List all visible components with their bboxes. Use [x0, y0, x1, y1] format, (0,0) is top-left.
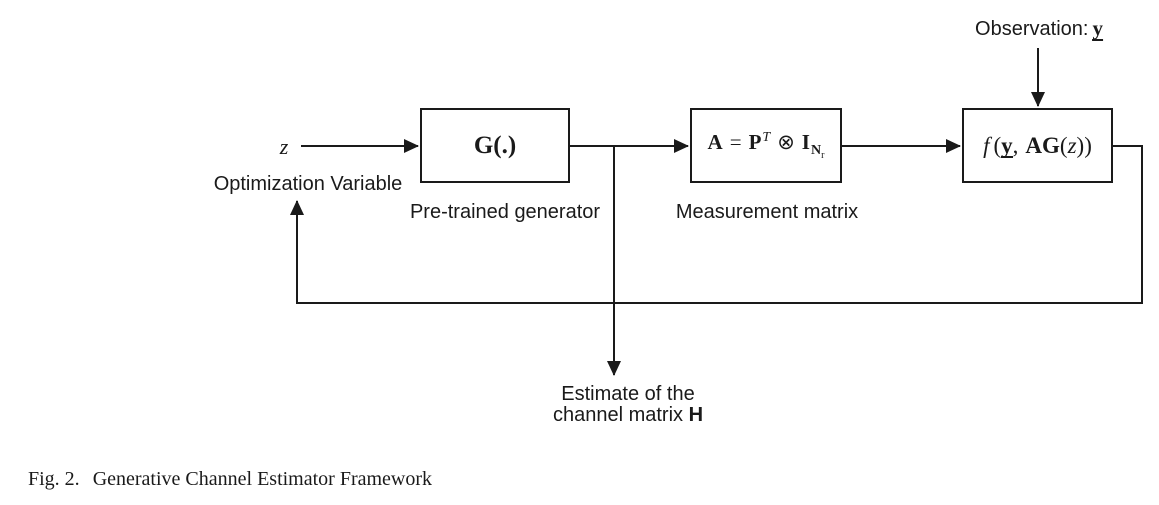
- subscript-r: r: [821, 150, 825, 161]
- estimate-line1: Estimate of the: [561, 383, 695, 405]
- equals-sign: =: [729, 130, 742, 154]
- figure-caption: Fig. 2. Generative Channel Estimator Fram…: [28, 468, 432, 491]
- z-argument-symbol: z: [1067, 132, 1077, 158]
- loss-function-symbol: f: [983, 132, 990, 158]
- observation-label: Observation:y: [975, 18, 1103, 41]
- observation-vector-symbol: y: [1001, 132, 1013, 159]
- input-variable-label: Optimization Variable: [213, 173, 403, 195]
- input-variable-symbol: z: [279, 134, 289, 159]
- open-paren-inner: (: [1059, 132, 1068, 158]
- loss-formula: f(y,AG(z)): [983, 133, 1092, 159]
- measurement-box: A=PT ⊗INr: [690, 108, 842, 183]
- ag-product-symbol: AG: [1025, 132, 1060, 158]
- loss-box: f(y,AG(z)): [962, 108, 1113, 183]
- close-parens: )): [1076, 132, 1092, 158]
- matrix-a-symbol: A: [707, 130, 723, 154]
- observation-prefix: Observation:: [975, 18, 1089, 40]
- open-paren: (: [993, 132, 1002, 158]
- kronecker-product-symbol: ⊗: [777, 130, 795, 154]
- estimate-line2-text: channel matrix: [552, 404, 684, 426]
- estimate-label: Estimate of the channel matrix H: [553, 384, 703, 426]
- measurement-caption: Measurement matrix: [675, 201, 859, 223]
- feedback-loop-arrow: [290, 145, 1143, 304]
- generator-formula: G(.): [473, 131, 517, 159]
- comma: ,: [1012, 132, 1019, 158]
- estimate-line2: channel matrix H: [553, 405, 703, 426]
- generator-caption: Pre-trained generator: [409, 201, 601, 223]
- channel-matrix-symbol: H: [688, 404, 704, 426]
- figure-number: Fig. 2.: [28, 468, 80, 490]
- subscript-n: N: [810, 143, 822, 158]
- transpose-superscript: T: [762, 130, 771, 145]
- matrix-p-symbol: P: [748, 130, 762, 154]
- measurement-formula: A=PT ⊗INr: [708, 130, 825, 161]
- identity-matrix-symbol: I: [801, 130, 810, 154]
- figure-title: Generative Channel Estimator Framework: [92, 468, 433, 490]
- observation-symbol: y: [1092, 16, 1103, 41]
- generator-box: G(.): [420, 108, 570, 183]
